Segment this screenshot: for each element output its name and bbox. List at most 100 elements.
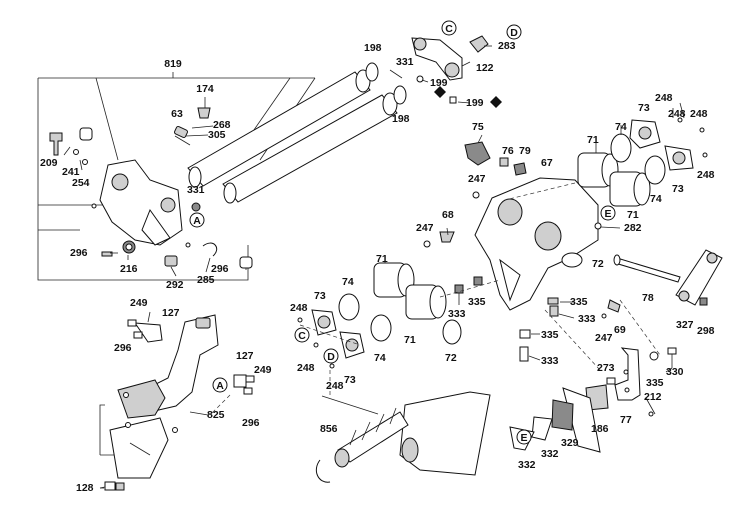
guide-tube-upper [187,69,371,188]
callout-e-plates: E [516,429,532,445]
part-label: 71 [627,209,639,221]
part-label: 74 [342,276,354,288]
part-label: 75 [472,121,484,133]
part-label: 335 [570,296,588,308]
part-label: 856 [320,423,338,435]
part-label: 198 [392,113,410,125]
cover-panel [399,391,491,476]
part-label: 819 [164,58,182,70]
part-label: 127 [162,307,180,319]
part-label: 247 [416,222,434,234]
part-label: 296 [70,247,88,259]
part-label: 63 [171,108,183,120]
part-label: 333 [541,355,559,367]
part-label: 71 [587,134,599,146]
part-label: 248 [297,362,315,374]
part-label: 298 [697,325,715,337]
part-label: 79 [519,145,531,157]
callout-letter: D [327,351,335,363]
part-label: 72 [445,352,457,364]
callout-letter: A [216,380,224,392]
part-label: 73 [314,290,326,302]
part-label: 333 [578,313,596,325]
tube-rings-198 [365,62,407,105]
part-label: 128 [76,482,94,494]
screws-335-333 [423,231,621,362]
callout-c-mid: C [294,327,310,343]
dashed-leaders [209,182,661,416]
callout-d-top: D [506,24,522,40]
part-label: 73 [344,374,356,386]
part-label: 335 [468,296,486,308]
part-label: 282 [624,222,642,234]
part-label: 127 [236,350,254,362]
part-label: 174 [196,83,214,95]
part-label: 241 [62,166,80,178]
part-label: 209 [40,157,58,169]
ring-72 [561,252,583,268]
bearings-center [297,262,462,369]
callout-c-top: C [441,20,457,36]
part-label: 74 [650,193,662,205]
part-label: 248 [655,92,673,104]
part-label: 292 [166,279,184,291]
callout-letter: D [510,27,518,39]
part-label: 285 [197,274,215,286]
dust-chute-assembly [99,314,255,491]
arm-122 [411,35,502,108]
part-label: 296 [242,417,260,429]
part-label: 335 [646,377,664,389]
part-label: 73 [672,183,684,195]
shaft-78 [613,254,681,283]
part-label: 122 [476,62,494,74]
callout-letter: C [298,330,306,342]
lever-327 [675,249,723,306]
part-label: 296 [211,263,229,275]
label-leaders [63,45,685,489]
part-label: 247 [468,173,486,185]
part-label: 67 [541,157,553,169]
part-label: 332 [518,459,536,471]
callout-a-chute: A [212,377,228,393]
part-label: 248 [690,108,708,120]
part-label: 268 [213,119,231,131]
part-label: 296 [114,342,132,354]
part-label: 77 [620,414,632,426]
part-label: 247 [595,332,613,344]
bearings-upper-right [577,117,708,207]
callout-letter: E [604,208,611,220]
part-label: 248 [326,380,344,392]
callout-letter: A [193,215,201,227]
part-label: 68 [442,209,454,221]
part-label: 71 [376,253,388,265]
part-label: 212 [644,391,662,403]
part-label: 248 [290,302,308,314]
left-bracket-body [99,159,183,246]
part-label: 71 [404,334,416,346]
callout-e-housing: E [600,205,616,221]
part-label: 254 [72,177,90,189]
part-label: 74 [615,121,627,133]
bracket-77 [585,347,677,417]
part-label: 74 [374,352,386,364]
callout-letter: C [445,23,453,35]
part-label: 186 [591,423,609,435]
part-label: 198 [364,42,382,54]
spring-assembly-856 [315,395,409,483]
small-parts-left [49,107,253,269]
part-label: 283 [498,40,516,52]
part-label: 216 [120,263,138,275]
part-label: 332 [541,448,559,460]
part-label: 249 [254,364,272,376]
part-label: 331 [396,56,414,68]
part-label: 249 [130,297,148,309]
part-label: 335 [541,329,559,341]
part-label: 273 [597,362,615,374]
part-label: 199 [430,77,448,89]
part-label: 329 [561,437,579,449]
main-housing-67 [474,177,599,311]
part-label: 69 [614,324,626,336]
part-label: 248 [668,108,686,120]
